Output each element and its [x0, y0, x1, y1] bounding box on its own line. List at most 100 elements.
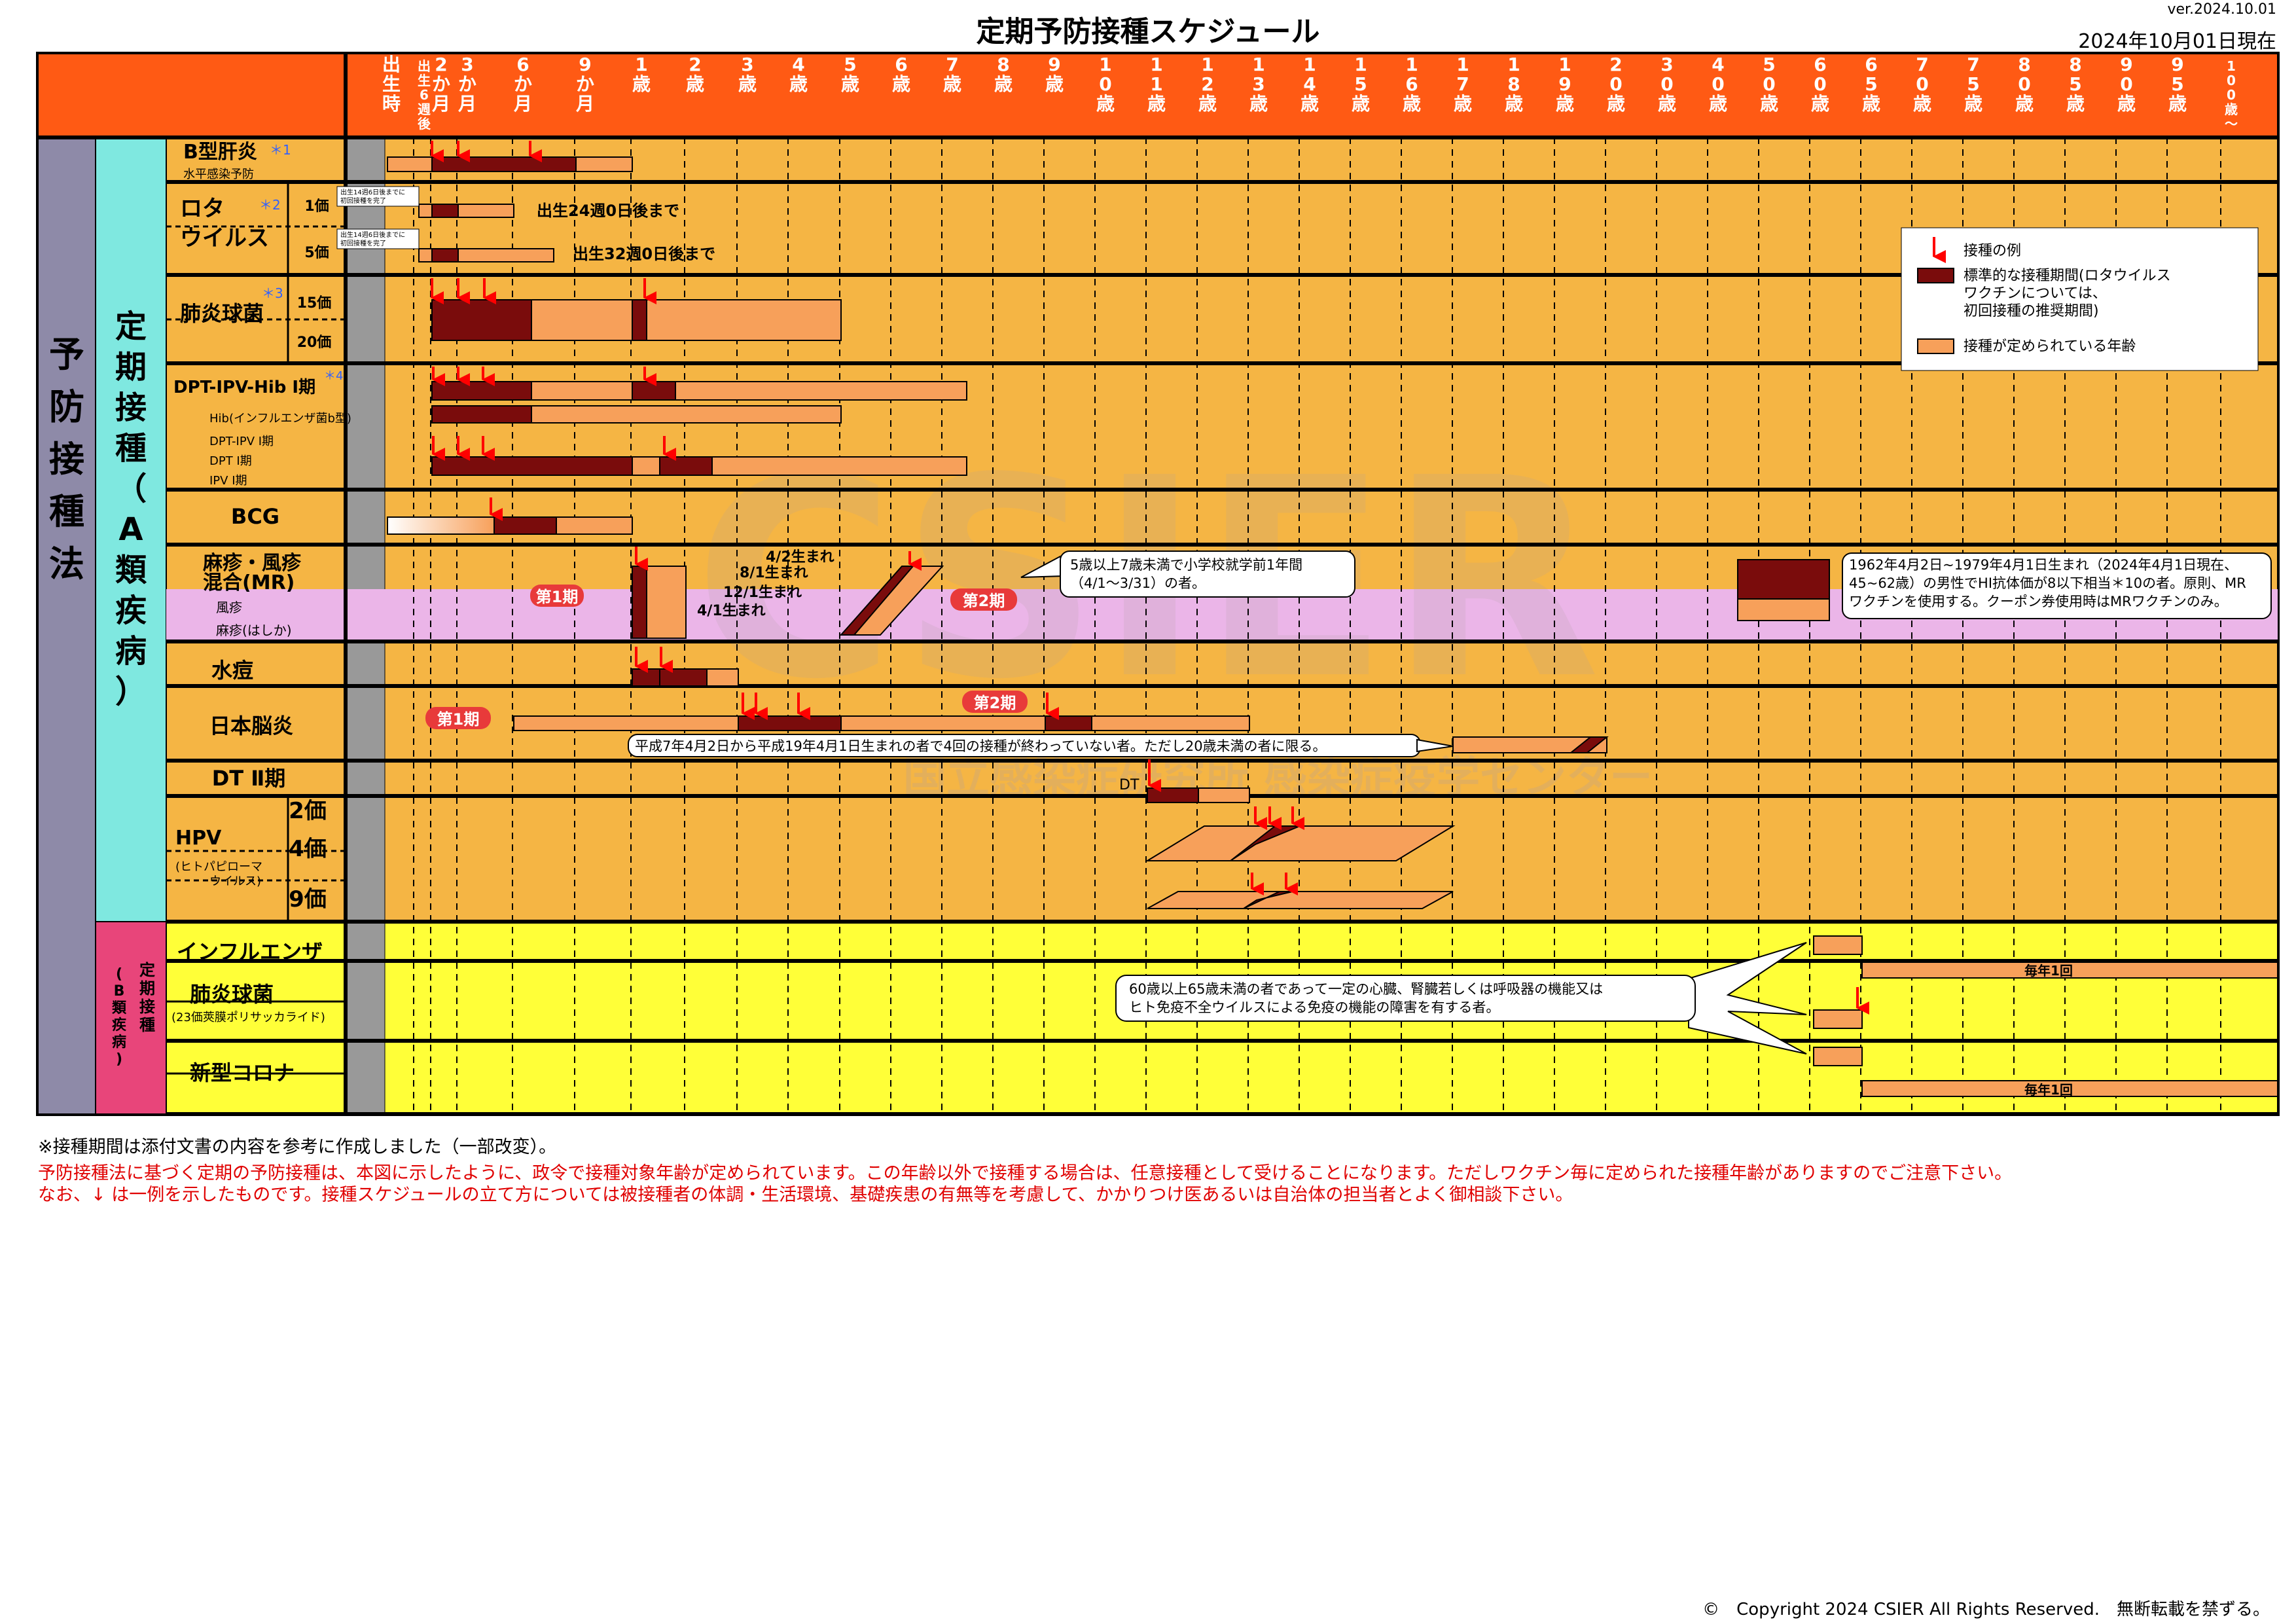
age-header-29-char-1: 0 [1814, 73, 1826, 95]
age-header-32-char-1: 5 [1967, 73, 1979, 95]
hpv9-allowed [1147, 891, 1454, 909]
schedule-chart: CSIER 国立感染症研究所 感染症疫学センター 出生時出生6週後2か月3か月6… [36, 52, 2280, 1116]
age-header-33-char-1: 0 [2018, 73, 2030, 95]
rota-label-2: ウイルス [180, 225, 269, 251]
age-header-11-char-1: 歳 [892, 73, 910, 95]
age-header-15: 10歳 [1096, 54, 1115, 115]
hpv24-allowed [1145, 825, 1456, 861]
age-header-19: 14歳 [1300, 54, 1319, 115]
mr1-s [632, 566, 647, 639]
age-header-0-char-0: 出 [382, 54, 401, 75]
rota5-small1: 出生14週6日後までに [340, 230, 405, 239]
age-header-3-char-2: 月 [457, 93, 476, 115]
age-header-2-char-1: か [432, 73, 450, 95]
covid-yearly: 毎年1回 [2024, 1082, 2073, 1098]
pcv-s2 [632, 299, 647, 341]
age-header-4-char-1: か [514, 73, 532, 95]
age-header-25-char-2: 歳 [1607, 93, 1625, 115]
law-label-char-0: 予 [49, 334, 84, 375]
mr-label-2: 混合(MR) [203, 571, 295, 594]
age-header-31-char-0: 7 [1916, 54, 1928, 75]
age-header-22-char-1: 7 [1456, 73, 1469, 95]
group-b-label-2-char-5: ) [116, 1051, 122, 1068]
age-header-4-char-0: 6 [516, 54, 529, 75]
age-header-30-char-2: 歳 [1862, 93, 1880, 115]
dpt-s2 [632, 381, 676, 401]
hpv-label: HPV [175, 827, 222, 850]
group-a-label-char-4: （ [115, 471, 147, 507]
age-header-4-char-2: 月 [513, 93, 532, 115]
ppsv-a0 [1813, 1009, 1863, 1029]
mr-measles: 麻疹(はしか) [216, 623, 292, 638]
age-header-8-char-0: 3 [741, 54, 753, 75]
dptipv-s1 [431, 456, 633, 476]
age-header-6-char-1: 歳 [632, 73, 651, 95]
age-header-13-char-1: 歳 [994, 73, 1013, 95]
law-label-char-3: 種 [49, 491, 84, 532]
age-header-2-char-0: 2 [435, 54, 447, 75]
b-callout-box [1115, 975, 1696, 1022]
rota-5v: 5価 [304, 245, 329, 261]
group-a-label-char-0: 定 [115, 308, 147, 345]
pcv-a1 [531, 299, 633, 341]
legend-standard-swatch [1917, 268, 1954, 283]
rota1-until: 出生24週0日後まで [537, 202, 679, 220]
group-b-label-1-char-0: 定 [139, 961, 155, 979]
group-b-label-1-char-2: 接 [139, 998, 155, 1016]
age-header-22: 17歳 [1454, 54, 1472, 115]
hpv-sub2: ウイルス) [209, 875, 261, 888]
pcv-15v: 15価 [297, 295, 332, 312]
age-header-3-char-1: か [458, 73, 476, 95]
je-adult-a [1452, 736, 1607, 753]
mr-phase2-badge [950, 588, 1017, 611]
group-a-label-char-5: A [118, 511, 143, 548]
age-header-19-char-1: 4 [1303, 73, 1316, 95]
je-adult-s [1569, 736, 1609, 753]
pcv-note: ＊3 [262, 285, 283, 301]
age-header-31: 70歳 [1913, 54, 1931, 115]
flu-a1 [1861, 962, 2278, 979]
age-header-22-char-0: 1 [1456, 54, 1469, 75]
age-header-0-char-2: 時 [382, 93, 401, 115]
age-header-12-char-1: 歳 [943, 73, 961, 95]
dptipv-s2 [659, 456, 713, 476]
age-header-32-char-0: 7 [1967, 54, 1979, 75]
age-header-36-char-1: 5 [2171, 73, 2183, 95]
law-column [37, 137, 96, 1115]
age-header-21-char-1: 6 [1405, 73, 1418, 95]
age-header-15-char-0: 1 [1099, 54, 1111, 75]
age-header-17-char-2: 歳 [1198, 93, 1217, 115]
legend-allowed-swatch [1917, 338, 1954, 354]
age-header-26-char-1: 0 [1660, 73, 1673, 95]
age-header-34-char-2: 歳 [2066, 93, 2085, 115]
hepb-bar-s [431, 156, 577, 172]
group-a-label-char-2: 接 [115, 389, 147, 426]
mr-rubella: 風疹 [216, 600, 242, 615]
rubella-callout-1: 1962年4月2日~1979年4月1日生まれ（2024年4月1日現在、 [1849, 557, 2238, 573]
mr-b4: 4/1生まれ [697, 603, 766, 619]
age-header-3: 3か月 [457, 54, 476, 115]
je-callout-text: 平成7年4月2日から平成19年4月1日生まれの者で4回の接種が終わっていない者。… [635, 738, 1327, 754]
group-b-label-1-char-1: 期 [139, 979, 155, 998]
dpt-hib: Hib(インフルエンザ菌b型) [209, 412, 351, 425]
ppsv-label: 肺炎球菌 [190, 982, 274, 1007]
mr-phase2-text: 第2期 [963, 592, 1005, 610]
mr-phase1-text: 第1期 [536, 588, 579, 606]
flu-a0 [1813, 935, 1863, 955]
age-header-25: 20歳 [1607, 54, 1625, 115]
je-a3 [1091, 715, 1250, 731]
rubella-callout-2: 45~62歳）の男性でHI抗体価が8以下相当＊10の者。原則、MR [1849, 575, 2246, 591]
group-a-label-char-6: 類 [115, 552, 147, 588]
rota5-until: 出生32週0日後まで [573, 245, 715, 263]
dpt-dpt1: DPT Ⅰ期 [209, 454, 252, 468]
age-header-1-char-3: 週 [418, 101, 431, 117]
age-header-16-char-2: 歳 [1147, 93, 1166, 115]
hepb-bar-a [575, 156, 633, 172]
je-label: 日本脳炎 [209, 713, 293, 738]
age-header-1-char-0: 出 [418, 58, 431, 74]
age-header-30-char-1: 5 [1865, 73, 1877, 95]
age-header-15-char-1: 0 [1099, 73, 1111, 95]
rota5-note-box [336, 228, 420, 249]
b-callout-2: ヒト免疫不全ウイルスによる免疫の機能の障害を有する者。 [1129, 1000, 1499, 1015]
as-of-date: 2024年10月01日現在 [2078, 30, 2276, 53]
